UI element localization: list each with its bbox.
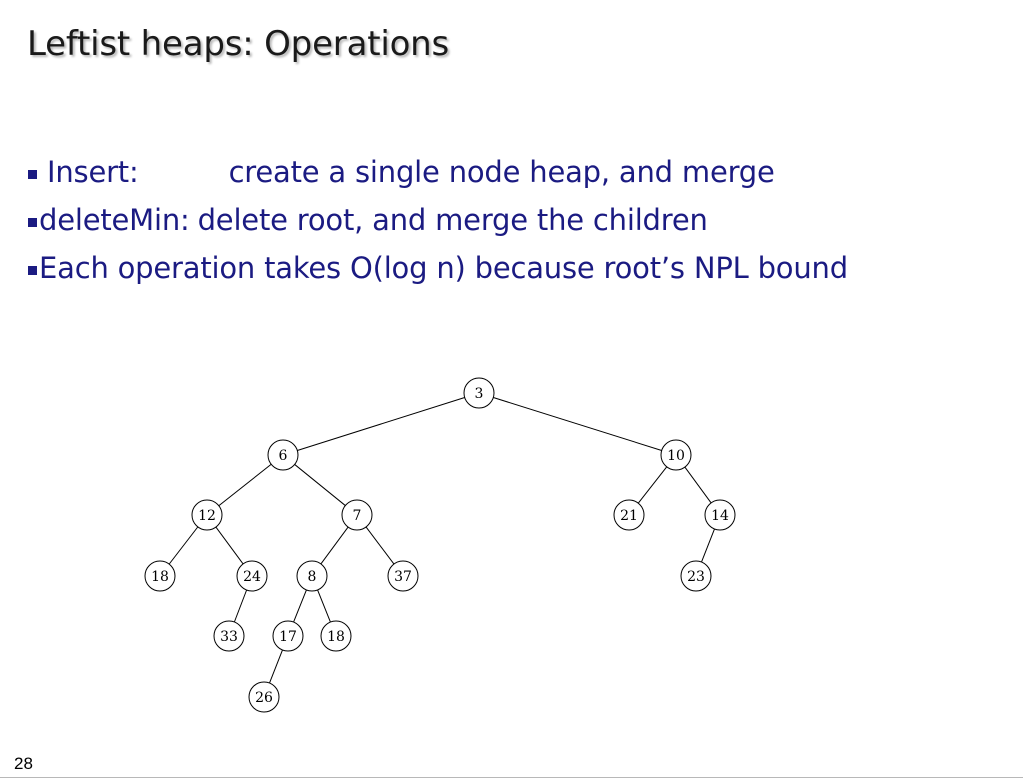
tree-node-circle bbox=[272, 620, 304, 652]
bullet-square-icon bbox=[28, 266, 37, 275]
tree-node-circle bbox=[296, 560, 328, 592]
tree-node-circle bbox=[236, 560, 268, 592]
tree-node-21: 21 bbox=[613, 499, 645, 531]
tree-node-24: 24 bbox=[236, 560, 268, 592]
tree-node-33: 33 bbox=[213, 620, 245, 652]
bullet-square-icon bbox=[28, 170, 37, 179]
bullet-deletemin-text: delete root, and merge the children bbox=[197, 203, 708, 237]
tree-node-18: 18 bbox=[144, 560, 176, 592]
slide-number: 28 bbox=[14, 754, 33, 773]
tree-edge bbox=[293, 589, 307, 623]
tree-node-6: 6 bbox=[267, 439, 299, 471]
tree-node-circle bbox=[144, 560, 176, 592]
tree-node-label: 18 bbox=[151, 569, 169, 585]
tree-node-label: 3 bbox=[475, 386, 484, 402]
tree-node-label: 12 bbox=[198, 508, 216, 524]
bullet-list: Insert: create a single node heap, and me… bbox=[28, 148, 848, 292]
tree-node-circle bbox=[341, 499, 373, 531]
tree-node-10: 10 bbox=[660, 439, 692, 471]
tree-node-26: 26 bbox=[248, 681, 280, 713]
tree-node-14: 14 bbox=[704, 499, 736, 531]
tree-node-circle bbox=[387, 560, 419, 592]
tree-node-label: 10 bbox=[667, 448, 685, 464]
tree-edge bbox=[168, 526, 199, 565]
tree-edge bbox=[218, 463, 272, 507]
tree-node-label: 26 bbox=[255, 690, 273, 706]
tree-node-circle bbox=[680, 560, 712, 592]
bullet-deletemin-label: deleteMin: bbox=[39, 203, 190, 237]
tree-edge bbox=[294, 464, 346, 506]
tree-node-label: 21 bbox=[620, 508, 638, 524]
tree-node-label: 14 bbox=[711, 508, 729, 524]
tree-node-3: 3 bbox=[463, 377, 495, 409]
tree-node-label: 6 bbox=[279, 448, 288, 464]
tree-edge bbox=[684, 466, 712, 504]
tree-node-circle bbox=[463, 377, 495, 409]
bullet-insert-text: create a single node heap, and merge bbox=[228, 155, 775, 189]
tree-edge bbox=[215, 526, 244, 565]
tree-node-circle bbox=[660, 439, 692, 471]
tree-nodes: 3 6 10 12 7 21 14 18 24 8 37 23 33 17 18 26 bbox=[144, 377, 736, 713]
tree-edges bbox=[168, 397, 715, 684]
tree-edge bbox=[297, 397, 465, 451]
tree-edge bbox=[317, 589, 331, 623]
tree-node-circle bbox=[191, 499, 223, 531]
bullet-square-icon bbox=[28, 218, 37, 227]
tree-edge bbox=[493, 397, 662, 451]
tree-edge bbox=[365, 526, 395, 565]
tree-edge bbox=[701, 528, 715, 563]
bullet-complexity: Each operation takes O(log n) because ro… bbox=[28, 244, 848, 292]
tree-node-37: 37 bbox=[387, 560, 419, 592]
footer-divider bbox=[0, 777, 1023, 778]
tree-node-17: 17 bbox=[272, 620, 304, 652]
tree-edge bbox=[269, 649, 283, 684]
tree-node-label: 18 bbox=[327, 629, 345, 645]
tree-node-7: 7 bbox=[341, 499, 373, 531]
slide-title: Leftist heaps: Operations bbox=[27, 24, 450, 64]
tree-node-8: 8 bbox=[296, 560, 328, 592]
tree-node-label: 7 bbox=[353, 508, 362, 524]
tree-node-circle bbox=[267, 439, 299, 471]
tree-node-circle bbox=[704, 499, 736, 531]
bullet-deletemin: deleteMin:delete root, and merge the chi… bbox=[28, 196, 848, 244]
tree-node-23: 23 bbox=[680, 560, 712, 592]
tree-node-label: 23 bbox=[687, 569, 705, 585]
tree-node-label: 33 bbox=[220, 629, 238, 645]
tree-node-circle bbox=[320, 620, 352, 652]
bullet-insert: Insert: create a single node heap, and me… bbox=[28, 148, 848, 196]
tree-node-circle bbox=[248, 681, 280, 713]
tree-node-circle bbox=[213, 620, 245, 652]
tree-edge bbox=[233, 589, 248, 623]
tree-node-label: 24 bbox=[243, 569, 261, 585]
tree-node-label: 17 bbox=[279, 629, 297, 645]
bullet-insert-label: Insert: bbox=[47, 155, 139, 189]
tree-node-12: 12 bbox=[191, 499, 223, 531]
tree-node-label: 37 bbox=[394, 569, 412, 585]
tree-node-label: 8 bbox=[308, 569, 317, 585]
tree-node-18: 18 bbox=[320, 620, 352, 652]
tree-edge bbox=[320, 526, 349, 565]
bullet-complexity-text: Each operation takes O(log n) because ro… bbox=[39, 251, 848, 285]
tree-node-circle bbox=[613, 499, 645, 531]
tree-edge bbox=[637, 466, 668, 504]
